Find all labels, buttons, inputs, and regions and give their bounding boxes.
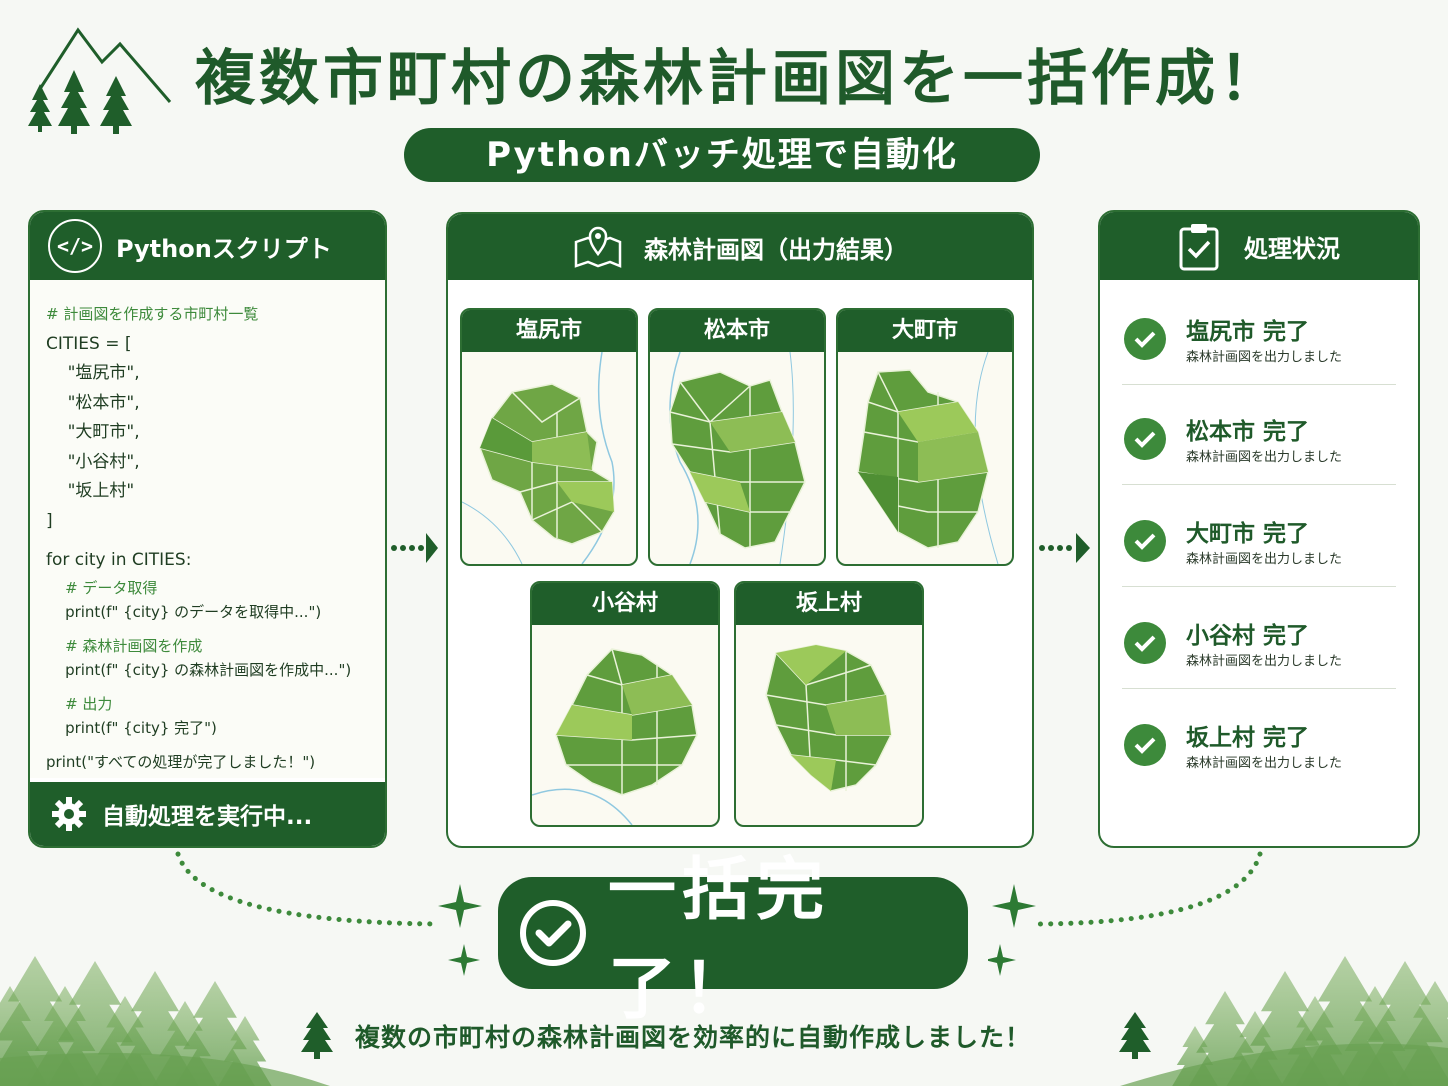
code-line: "小谷村", (46, 451, 140, 472)
forest-map-image (532, 648, 698, 825)
code-block: # 計画図を作成する市町村一覧 CITIES = [ "塩尻市", "松本市",… (30, 280, 385, 778)
check-circle-icon (1124, 318, 1166, 360)
tree-icon (301, 1012, 333, 1059)
check-circle-icon (1124, 724, 1166, 766)
status-item-sub: 森林計画図を出力しました (1186, 756, 1343, 771)
map-card-matsumoto[interactable]: 松本市 (648, 308, 826, 566)
map-card-title: 坂上村 (736, 583, 922, 625)
python-script-panel: </> Pythonスクリプト # 計画図を作成する市町村一覧 CITIES =… (28, 210, 387, 848)
status-item-sub: 森林計画図を出力しました (1186, 450, 1343, 465)
code-line: CITIES = [ (46, 333, 132, 354)
status-panel-header: 処理状況 (1100, 212, 1418, 280)
map-card-shiojiri[interactable]: 塩尻市 (460, 308, 638, 566)
status-item-name: 小谷村 完了 (1186, 623, 1310, 649)
code-line: # 出力 (46, 694, 113, 713)
forest-background-illustration (0, 956, 1448, 1086)
status-item-sub: 森林計画図を出力しました (1186, 350, 1343, 365)
code-line: print(f" {city} の森林計画図を作成中...") (46, 660, 352, 679)
status-panel-title: 処理状況 (1244, 234, 1340, 263)
code-line: "坂上村" (46, 481, 135, 501)
check-circle-icon (1124, 622, 1166, 664)
check-circle-icon (520, 900, 586, 966)
script-running-status: 自動処理を実行中... (30, 782, 385, 846)
code-line: # 森林計画図を作成 (46, 636, 203, 655)
forest-map-image (669, 352, 806, 564)
map-card-title: 小谷村 (532, 583, 718, 625)
sparkle-icon (988, 884, 1036, 976)
status-item: 小谷村 完了 森林計画図を出力しました (1122, 608, 1396, 689)
footer-message: 複数の市町村の森林計画図を効率的に自動作成しました！ (355, 1023, 1032, 1052)
script-panel-title: Pythonスクリプト (116, 234, 332, 263)
code-line: "塩尻市", (46, 363, 140, 383)
map-panel-header: 森林計画図（出力結果） (448, 214, 1032, 280)
status-item: 松本市 完了 森林計画図を出力しました (1122, 404, 1396, 485)
code-line: for city in CITIES: (46, 550, 192, 570)
page-title: 複数市町村の森林計画図を一括作成！ (195, 44, 1283, 114)
code-line: "大町市", (46, 422, 140, 442)
batch-complete-banner: 一括完了！ (498, 851, 968, 1029)
code-line: # 計画図を作成する市町村一覧 (46, 305, 259, 323)
status-item: 坂上村 完了 森林計画図を出力しました (1122, 710, 1396, 790)
arrow-right-icon (1039, 533, 1090, 563)
clipboard-check-icon (1179, 224, 1219, 271)
status-item-sub: 森林計画図を出力しました (1186, 654, 1343, 669)
script-panel-header: </> Pythonスクリプト (30, 212, 385, 280)
status-item-name: 松本市 完了 (1186, 419, 1310, 445)
status-item: 大町市 完了 森林計画図を出力しました (1122, 506, 1396, 587)
code-line: print(f" {city} のデータを取得中...") (46, 602, 322, 621)
map-card-omachi[interactable]: 大町市 (836, 308, 1014, 566)
status-item-name: 塩尻市 完了 (1186, 319, 1310, 345)
code-icon: </> (48, 219, 102, 273)
status-item-sub: 森林計画図を出力しました (1186, 552, 1343, 567)
map-card-sakagami[interactable]: 坂上村 (734, 581, 924, 827)
code-line: "松本市", (46, 392, 140, 413)
map-card-otari[interactable]: 小谷村 (530, 581, 720, 827)
forest-map-image (857, 352, 999, 564)
gear-icon (52, 797, 86, 831)
complete-label: 一括完了！ (608, 851, 831, 1029)
script-footer-label: 自動処理を実行中... (102, 804, 313, 830)
status-item: 塩尻市 完了 森林計画図を出力しました (1122, 304, 1396, 385)
arrow-right-icon (391, 533, 438, 563)
dotted-connector (1037, 851, 1263, 927)
status-item-name: 坂上村 完了 (1186, 725, 1310, 751)
code-line: # データ取得 (46, 578, 158, 597)
code-line: ] (46, 510, 53, 531)
dotted-connector (175, 851, 441, 927)
forest-map-image (765, 644, 892, 792)
map-output-panel: 森林計画図（出力結果） 塩尻市 松本市 大町市 (446, 212, 1034, 848)
map-card-title: 塩尻市 (462, 310, 636, 352)
code-line: print("すべての処理が完了しました！") (46, 752, 316, 771)
mountain-forest-logo-icon (28, 27, 172, 134)
map-pin-icon (574, 226, 622, 268)
map-card-title: 松本市 (650, 310, 824, 352)
sparkle-icon (438, 884, 482, 976)
check-circle-icon (1124, 520, 1166, 562)
subtitle-banner: Pythonバッチ処理で自動化 (404, 128, 1040, 182)
forest-map-image (462, 352, 615, 564)
check-circle-icon (1124, 418, 1166, 460)
processing-status-panel: 処理状況 塩尻市 完了 森林計画図を出力しました 松本市 完了 森林計画図を出力… (1098, 210, 1420, 848)
map-card-title: 大町市 (838, 310, 1012, 352)
map-panel-title: 森林計画図（出力結果） (644, 235, 908, 264)
status-item-name: 大町市 完了 (1186, 521, 1310, 547)
tree-icon (1119, 1012, 1151, 1059)
code-line: print(f" {city} 完了") (46, 718, 217, 737)
